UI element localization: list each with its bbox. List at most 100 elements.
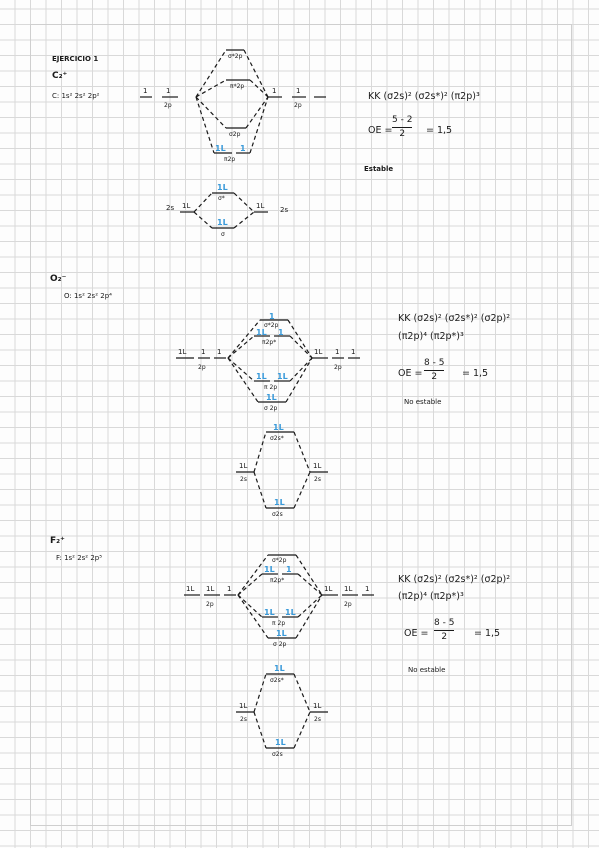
s2-pi2p-star-e2: 1 [278,328,284,337]
s2-sigma2s-label: σ2s [272,511,283,518]
s3-oe-fraction: 8 - 5 2 [434,618,455,643]
s2-left-2p-e2: 1 [201,348,206,356]
s2-levels [176,319,360,509]
s1-oe-den: 2 [399,129,406,139]
s2-sigma2s-star-e: 1L [273,423,284,432]
s1-pi2p-e2: 1 [240,144,246,153]
s3-sigma2s-star-label: σ2s* [270,677,284,684]
s2-dashes [227,319,313,509]
s1-right-2p-label: 2p [294,102,302,109]
s1-sigma2s-star-e: 1L [217,183,228,192]
s1-left-2p-label: 2p [164,102,172,109]
s1-sigma2p-star-label: σ*2p [228,53,243,60]
s1-sigma2s-e: 1L [217,218,228,227]
s2-left-2s-e: 1L [239,462,248,470]
s2-sigma2s-star-label: σ2s* [270,435,284,442]
s3-species: F₂⁺ [50,536,65,546]
s3-verdict: No estable [408,666,446,674]
s3-pi2p-e1: 1L [264,608,275,617]
s2-pi2p-star-label: π2p* [262,339,277,346]
s2-sigma2p-star-e: 1 [269,312,275,321]
s1-levels [140,49,326,229]
s1-formula: KK (σ2s)² (σ2s*)² (π2p)³ [368,91,480,102]
s2-left-2p-label: 2p [198,364,206,371]
s2-oe-label: OE = [398,368,423,379]
s3-oe-den: 2 [441,632,448,642]
s3-sigma2s-e: 1L [275,738,286,747]
s2-oe-fraction: 8 - 5 2 [424,358,445,383]
s1-sigma2s-label: σ [221,231,225,238]
s3-left-2p-label: 2p [206,601,214,608]
s2-pi2p-star-e1: 1L [256,328,267,337]
s2-formula-line2: (π2p)⁴ (π2p*)³ [398,331,464,342]
s3-sigma2p-e: 1L [276,629,287,638]
s2-right-2p-e3: 1 [351,348,356,356]
s2-right-2p-label: 2p [334,364,342,371]
s2-config: O: 1s² 2s² 2p⁴ [64,292,112,300]
s3-formula-line1: KK (σ2s)² (σ2s*)² (σ2p)² [398,574,511,585]
s1-oe-bar [392,127,413,128]
s3-sigma2s-star-e: 1L [274,664,285,673]
s3-pi2p-star-e1: 1L [264,565,275,574]
s2-pi2p-e2: 1L [277,372,288,381]
s3-formula-line2: (π2p)⁴ (π2p*)³ [398,591,464,602]
s1-sigma2p-label: σ2p [229,131,241,138]
s1-oe-num: 5 - 2 [392,115,413,125]
s3-sigma2s-label: σ2s [272,751,283,758]
s1-sigma2s-star-label: σ* [218,195,225,202]
s2-formula-line1: KK (σ2s)² (σ2s*)² (σ2p)² [398,313,511,324]
s3-left-2p-e3: 1 [227,585,232,593]
s2-sigma2p-e: 1L [266,393,277,402]
s3-right-2s-label: 2s [314,716,321,723]
s3-levels [184,554,374,749]
s2-right-2s-e: 1L [313,462,322,470]
s3-pi2p-star-e2: 1 [286,565,292,574]
s2-verdict: No estable [404,398,442,406]
s3-right-2p-e3: 1 [365,585,370,593]
s1-config: C: 1s² 2s² 2p² [52,92,100,100]
s2-right-2p-e1: 1L [314,348,323,356]
s3-right-2p-e1: 1L [324,585,333,593]
exercise-title: EJERCICIO 1 [52,55,99,63]
s2-pi2p-label: π 2p [264,384,278,391]
s1-right-2s-e: 1L [256,202,265,210]
s3-pi2p-e2: 1L [285,608,296,617]
s3-left-2p-e1: 1L [186,585,195,593]
s3-oe-num: 8 - 5 [434,618,455,628]
s1-verdict: Estable [364,165,394,173]
s1-species: C₂⁺ [52,71,68,81]
s3-sigma2p-star-label: σ*2p [272,557,287,564]
s2-left-2s-label: 2s [240,476,247,483]
s2-oe-den: 2 [431,372,438,382]
s3-config: F: 1s² 2s² 2p⁵ [56,554,103,562]
s1-pi2p-e1: 1L [215,144,226,153]
s3-oe-label: OE = [404,628,429,639]
s1-pi2p-star-label: π*2p [230,83,245,90]
s2-sigma2p-label: σ 2p [264,405,278,412]
s1-right-2s-label: 2s [280,206,289,214]
s2-left-2p-e3: 1 [217,348,222,356]
s1-left-2p-e1: 1 [143,87,148,95]
s3-oe-bar [434,630,455,631]
s3-oe-result: = 1,5 [474,628,501,639]
s2-right-2s-label: 2s [314,476,321,483]
s1-dashes [193,49,269,229]
s3-left-2s-e: 1L [239,702,248,710]
s2-oe-result: = 1,5 [462,368,489,379]
s3-right-2p-e2: 1L [344,585,353,593]
s2-sigma2s-e: 1L [274,498,285,507]
s1-left-2s-label: 2s [166,204,175,212]
s2-pi2p-e1: 1L [256,372,267,381]
s2-oe-bar [424,370,445,371]
s1-oe-result: = 1,5 [426,125,453,136]
s3-right-2s-e: 1L [313,702,322,710]
s3-right-2p-label: 2p [344,601,352,608]
s1-right-2p-e1: 1 [272,87,277,95]
s2-oe-num: 8 - 5 [424,358,445,368]
s3-sigma2p-label: σ 2p [273,641,287,648]
s2-species: O₂⁻ [50,274,67,284]
s1-left-2p-e2: 1 [166,87,171,95]
s3-dashes [237,554,323,749]
